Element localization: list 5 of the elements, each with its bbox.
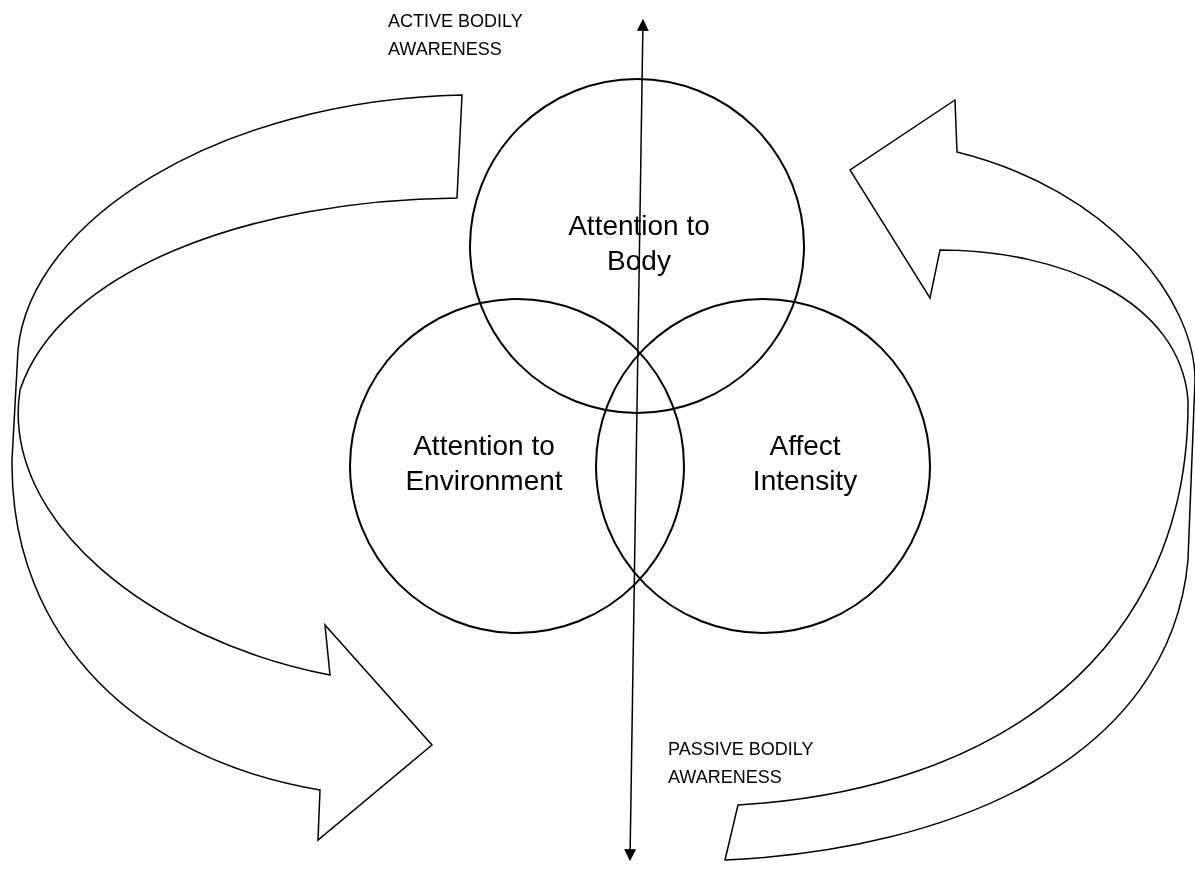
circle-label: Attention to Environment — [404, 429, 564, 498]
venn-circle — [469, 78, 805, 414]
venn-circle — [595, 298, 931, 634]
circle-label: Affect Intensity — [751, 429, 859, 498]
venn-circle — [349, 298, 685, 634]
